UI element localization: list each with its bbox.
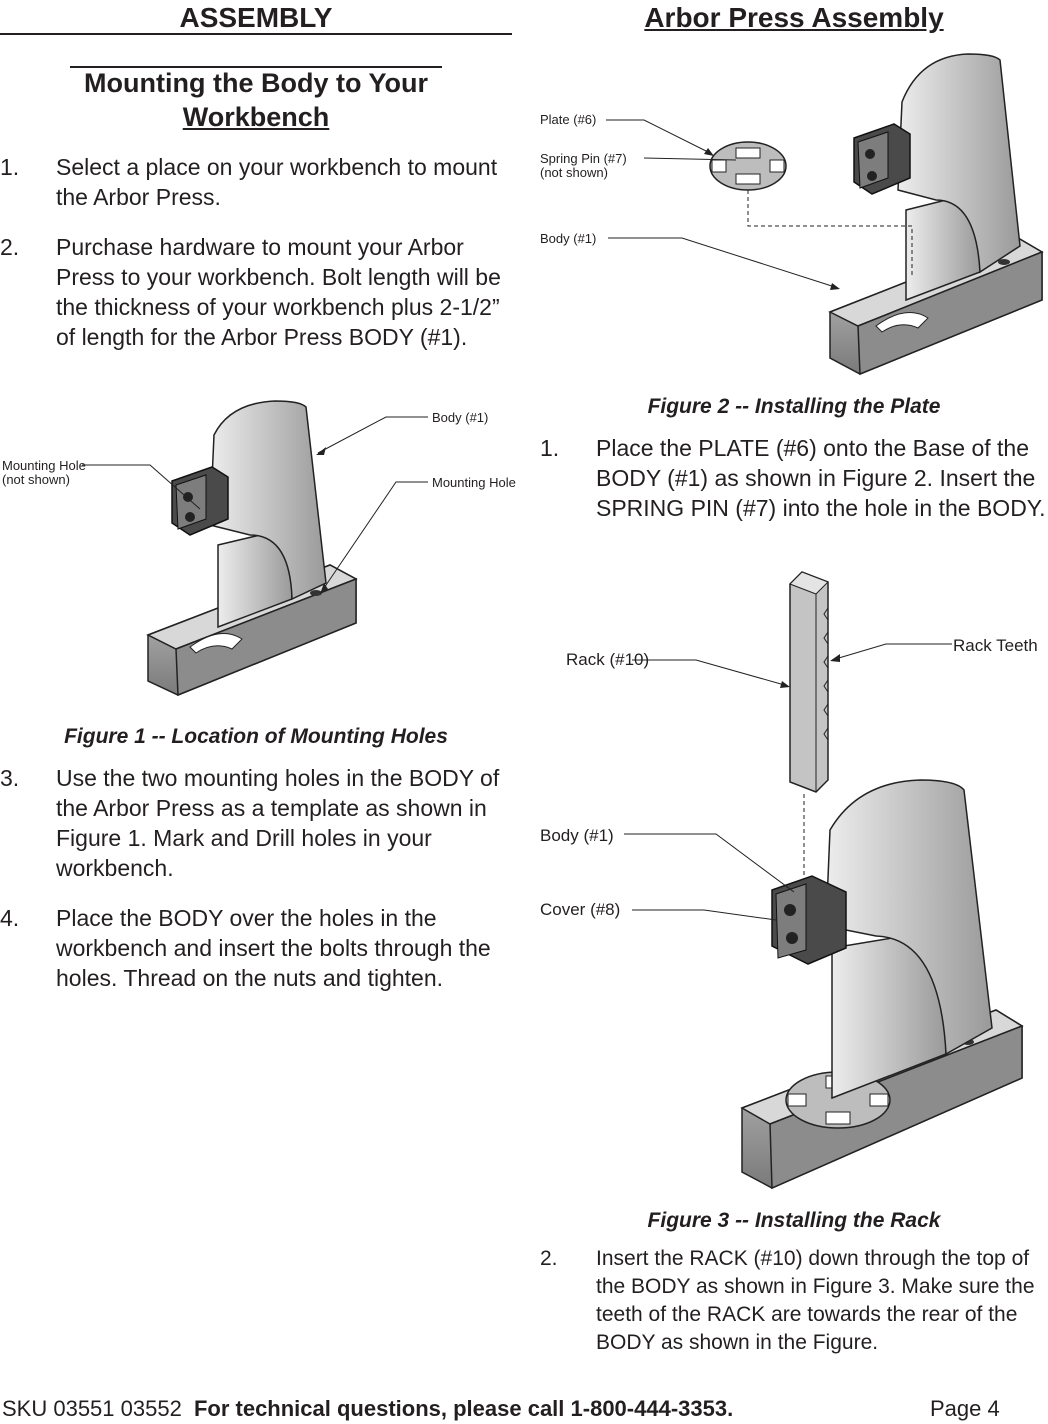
footer-tech-support: For technical questions, please call 1-8… (193, 1396, 734, 1421)
fig2-label-plate: Plate (#6) (540, 112, 597, 127)
fig3-label-rack: Rack (#10) (566, 650, 650, 669)
fig1-label-mounting-hole: Mounting Hole (432, 475, 516, 490)
step-text: Place the BODY over the holes in the wor… (56, 905, 491, 991)
subheading-line1: Mounting the Body to Your (84, 68, 428, 98)
section-title-rule (0, 33, 512, 35)
step-text: Select a place on your workbench to moun… (56, 154, 498, 210)
step-list-right-1: 1. Place the PLATE (#6) onto the Base of… (540, 433, 1048, 543)
step-number: 2. (540, 1247, 558, 1270)
fig1-label-mounting-hole-hidden: Mounting Hole (not shown) (2, 459, 86, 487)
section-title-assembly: ASSEMBLY (179, 2, 333, 33)
fig2-label-body: Body (#1) (540, 231, 597, 246)
figure3-illustration (624, 571, 1024, 1190)
step-number: 3. (0, 765, 20, 791)
step-text: Purchase hardware to mount your Arbor Pr… (56, 234, 501, 350)
subheading-mounting: Mounting the Body to Your Workbench (0, 66, 512, 134)
fig2-label-spring-pin: Spring Pin (#7) (not shown) (540, 152, 627, 180)
step-1-right: 1. Place the PLATE (#6) onto the Base of… (540, 433, 1048, 523)
step-text: Insert the RACK (#10) down through the t… (596, 1247, 1035, 1354)
subheading-line2: Workbench (182, 102, 330, 132)
step-list-right-2: 2. Insert the RACK (#10) down through th… (540, 1245, 1048, 1377)
fig1-label-mounting-hole-hidden-line2: (not shown) (2, 472, 70, 487)
fig3-label-body: Body (#1) (540, 826, 614, 845)
step-text: Use the two mounting holes in the BODY o… (56, 765, 500, 881)
fig1-label-mounting-hole-hidden-line1: Mounting Hole (2, 458, 86, 473)
figure1-illustration (82, 400, 428, 697)
step-text: Place the PLATE (#6) onto the Base of th… (596, 435, 1046, 521)
fig2-label-spring-pin-line1: Spring Pin (#7) (540, 151, 627, 166)
figure2-caption: Figure 2 -- Installing the Plate (647, 395, 941, 418)
step-1: 1. Select a place on your workbench to m… (0, 152, 512, 212)
steps-list-b: 3. Use the two mounting holes in the BOD… (0, 763, 512, 1013)
fig3-label-cover: Cover (#8) (540, 900, 621, 919)
step-number: 4. (0, 905, 20, 931)
figure1-caption: Figure 1 -- Location of Mounting Holes (64, 725, 448, 748)
section-title-arbor-press: Arbor Press Assembly (644, 2, 944, 33)
fig3-label-rack-teeth: Rack Teeth (953, 636, 1038, 655)
footer: SKU 03551 03552 For technical questions,… (2, 1396, 1046, 1422)
figure2-illustration (606, 53, 1044, 376)
step-2: 2. Purchase hardware to mount your Arbor… (0, 232, 512, 352)
figure3-caption: Figure 3 -- Installing the Rack (647, 1209, 941, 1232)
steps-list-a: 1. Select a place on your workbench to m… (0, 152, 512, 372)
step-number: 1. (0, 154, 20, 180)
subheading-overline (70, 66, 442, 68)
fig2-label-spring-pin-line2: (not shown) (540, 165, 608, 180)
step-4: 4. Place the BODY over the holes in the … (0, 903, 512, 993)
step-3: 3. Use the two mounting holes in the BOD… (0, 763, 512, 883)
footer-page-number: Page 4 (930, 1396, 1000, 1421)
step-2-right: 2. Insert the RACK (#10) down through th… (540, 1245, 1048, 1357)
footer-sku: SKU 03551 03552 (2, 1396, 182, 1421)
fig1-label-body: Body (#1) (432, 410, 489, 425)
step-number: 1. (540, 435, 560, 461)
step-number: 2. (0, 234, 20, 260)
